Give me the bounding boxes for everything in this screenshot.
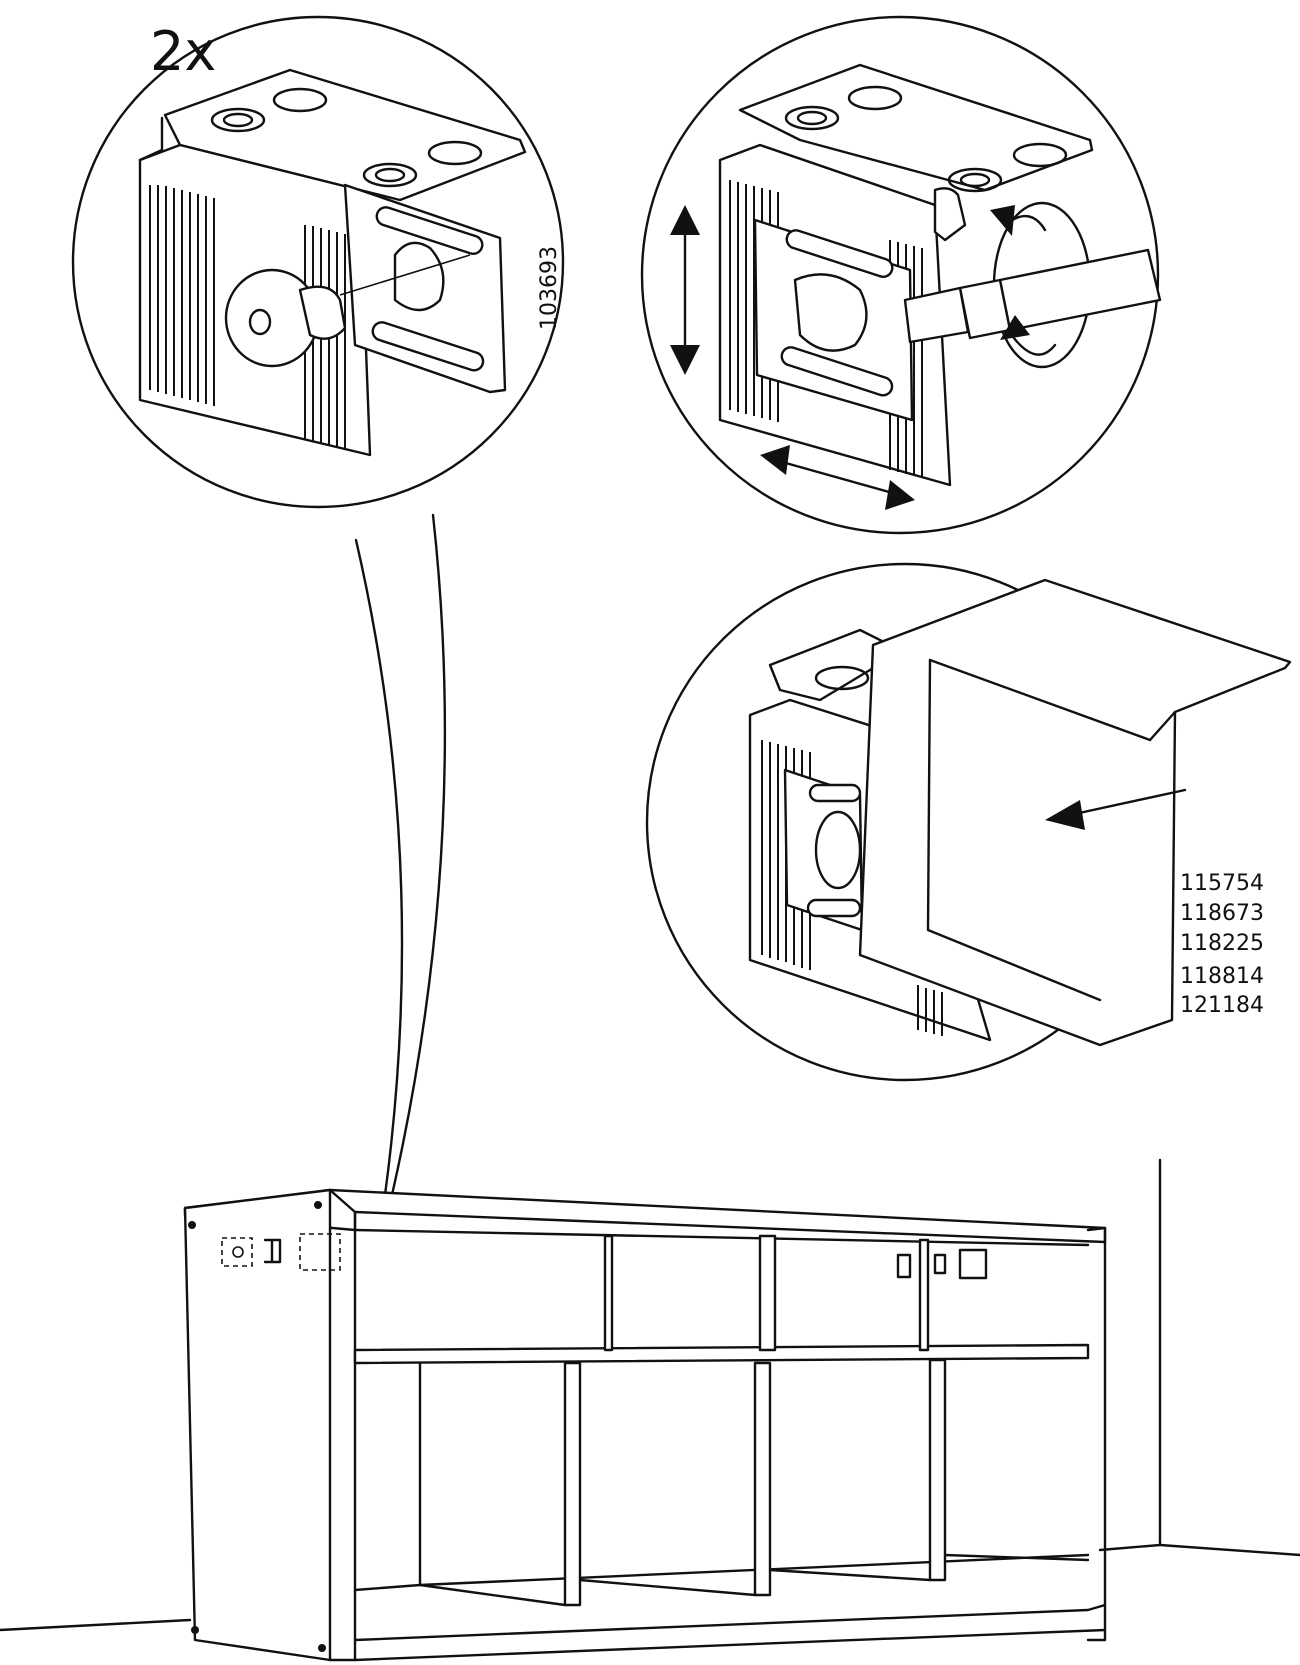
bracket-icon: 103693 [138, 68, 562, 457]
vertical-double-arrow-icon [670, 205, 700, 375]
bracket-adjusted-icon [670, 63, 1162, 510]
callout-2-circle [640, 15, 1160, 535]
part-number-4: 118814 [1180, 964, 1264, 989]
push-arrow-icon [1045, 788, 1187, 830]
callout-1-circle [71, 15, 565, 509]
callout-2 [640, 15, 1162, 535]
horizontal-double-arrow-icon [760, 445, 915, 510]
callout-leader [354, 538, 404, 1197]
part-number-5: 121184 [1180, 993, 1264, 1018]
part-number-list: 115754 118673 118225 118814 121184 [1180, 871, 1264, 1018]
part-number-3: 118225 [1180, 931, 1264, 956]
shelf-unit-icon [183, 1188, 1107, 1662]
room-lines [0, 1158, 1300, 1632]
part-number-1: 115754 [1180, 871, 1264, 896]
screwdriver-icon [903, 248, 1162, 344]
callout-1: 2x [71, 15, 565, 1197]
part-number-103693: 103693 [537, 246, 562, 330]
quantity-label: 2x [150, 20, 216, 83]
bracket-panel-icon [748, 578, 1292, 1047]
callout-3: 115754 118673 118225 118814 121184 [645, 562, 1292, 1082]
part-number-2: 118673 [1180, 901, 1264, 926]
